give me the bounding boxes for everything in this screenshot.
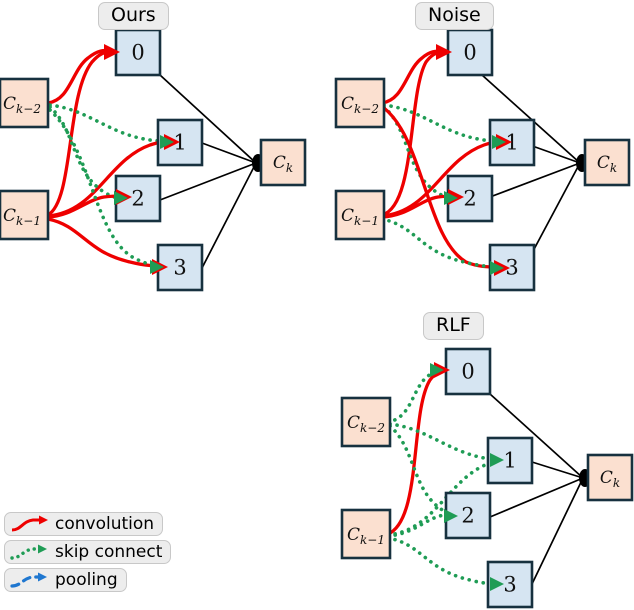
edge-ck1-node1-skip — [386, 458, 510, 537]
convolution-edge-icon — [11, 515, 48, 532]
edge-ck1-node3-skip — [386, 536, 506, 586]
edges-ops-noise — [380, 49, 504, 269]
input-box-ck2 — [340, 396, 392, 448]
input-ck2-ours: Ck−2 — [0, 77, 50, 129]
node-label-2: 2 — [461, 504, 474, 528]
output-box-ck — [259, 138, 307, 187]
input-ck2-rlf: Ck−2 — [340, 396, 392, 448]
panel-title-rlf: RLF — [423, 312, 484, 340]
input-label-ck2: Ck−2 — [347, 413, 385, 435]
edge-node0-output — [159, 74, 257, 164]
node-label-3: 3 — [173, 256, 186, 280]
input-label-ck1: Ck−1 — [347, 525, 385, 547]
edge-node0-output — [489, 393, 584, 479]
node-0-ours: 0 — [114, 28, 162, 77]
node-label-0: 0 — [131, 41, 144, 65]
edge-ck1-node0-convolution — [386, 368, 450, 536]
graph-rlf: Ck−2 Ck−1 0 1 2 3 Ck — [340, 347, 634, 609]
panel-title-noise: Noise — [415, 2, 494, 30]
skip-connect-edge-icon — [10, 544, 47, 560]
legend-item-pooling: pooling — [4, 568, 127, 592]
output-ck-noise: Ck — [583, 138, 631, 187]
input-ck1-rlf: Ck−1 — [340, 508, 392, 560]
output-ck-ours: Ck — [259, 138, 307, 187]
edge-ck2-node2-skip — [382, 105, 458, 200]
edge-node3-output — [201, 162, 257, 269]
edge-ck2-node1-skip — [382, 103, 504, 143]
node-1-rlf: 1 — [486, 436, 534, 485]
graph-ours: Ck−2 Ck−1 0 1 2 3 Ck — [0, 28, 307, 292]
output-label-ck: Ck — [600, 468, 620, 490]
edge-node2-output — [159, 162, 257, 201]
output-label-ck: Ck — [273, 153, 293, 175]
edge-ck2-node0-convolution — [380, 49, 444, 105]
edge-node2-output — [481, 162, 581, 201]
edge-ck1-node3-skip — [380, 217, 500, 269]
edge-node1-output — [531, 461, 584, 479]
input-ck2-noise: Ck−2 — [334, 77, 386, 129]
edges-to-output-ours — [159, 74, 257, 269]
node-label-1: 1 — [505, 131, 518, 155]
node-0-rlf: 0 — [444, 347, 492, 396]
edge-ck1-node0-convolution — [380, 50, 444, 217]
legend-label-skip-connect: skip connect — [55, 542, 163, 562]
output-label-ck: Ck — [597, 153, 617, 175]
edge-ck2-node1-skip — [388, 422, 510, 462]
input-box-ck1 — [0, 189, 50, 241]
edge-ck1-node0-convolution — [46, 50, 112, 217]
edge-node3-output — [531, 477, 584, 585]
node-label-3: 3 — [505, 256, 518, 280]
node-2-rlf: 2 — [444, 491, 492, 540]
legend-item-convolution: convolution — [4, 512, 164, 536]
edge-ck2-node0-skip — [386, 367, 450, 424]
panel-noise: Noise Ck−2 — [320, 0, 634, 305]
input-box-ck1 — [340, 508, 392, 560]
edge-ck1-node3-convolution — [46, 217, 166, 268]
edge-node2-output — [489, 477, 584, 518]
node-3-rlf: 3 — [486, 560, 534, 609]
node-label-2: 2 — [131, 187, 144, 211]
input-label-ck2: Ck−2 — [341, 94, 379, 116]
edges-ops-ours — [46, 48, 172, 268]
node-2-noise: 2 — [446, 174, 494, 223]
legend: convolution skip connect pooling — [4, 512, 172, 596]
input-box-ck2 — [0, 77, 50, 129]
edges-to-output-noise — [481, 74, 581, 269]
pooling-edge-icon — [10, 572, 47, 588]
node-box-1 — [488, 118, 536, 167]
node-1-ours: 1 — [156, 118, 204, 167]
graph-noise: Ck−2 Ck−1 0 1 2 3 Ck — [334, 28, 631, 292]
node-label-0: 0 — [461, 360, 474, 384]
panel-rlf: RLF Ck−2 C — [320, 312, 634, 610]
node-1-noise: 1 — [488, 118, 536, 167]
node-label-0: 0 — [463, 41, 476, 65]
output-box-ck — [586, 453, 634, 502]
legend-label-pooling: pooling — [55, 570, 118, 590]
input-ck1-noise: Ck−1 — [334, 189, 386, 241]
input-label-ck1: Ck−1 — [341, 206, 379, 228]
input-label-ck2: Ck−2 — [3, 94, 41, 116]
input-box-ck2 — [334, 77, 386, 129]
edges-to-output-rlf — [489, 393, 584, 585]
output-ck-rlf: Ck — [586, 453, 634, 502]
node-3-noise: 3 — [488, 243, 536, 292]
input-label-ck1: Ck−1 — [3, 206, 41, 228]
node-3-ours: 3 — [156, 243, 204, 292]
edge-node1-output — [201, 142, 257, 164]
input-ck1-ours: Ck−1 — [0, 189, 50, 241]
legend-label-convolution: convolution — [55, 514, 155, 534]
node-2-ours: 2 — [114, 174, 162, 223]
input-box-ck1 — [334, 189, 386, 241]
panel-ours: Ours Ck−2 — [0, 0, 310, 305]
node-0-noise: 0 — [446, 28, 494, 77]
node-label-2: 2 — [463, 187, 476, 211]
panel-title-ours: Ours — [98, 2, 169, 30]
output-box-ck — [583, 138, 631, 187]
node-label-1: 1 — [503, 449, 516, 473]
legend-item-skip-connect: skip connect — [4, 540, 172, 564]
node-label-3: 3 — [503, 573, 516, 597]
node-label-1: 1 — [173, 131, 186, 155]
